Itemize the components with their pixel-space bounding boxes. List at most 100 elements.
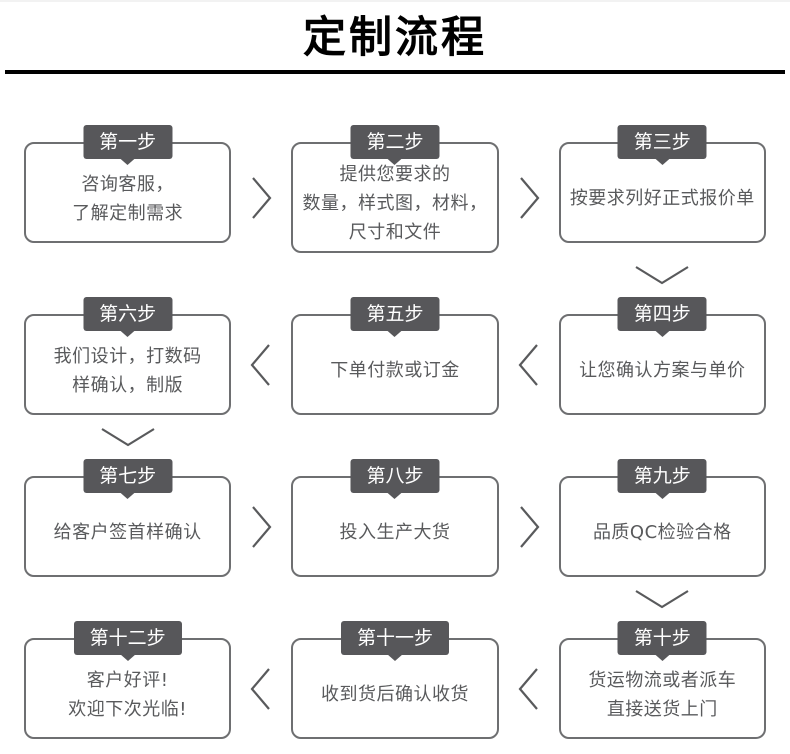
step-8-badge: 第八步 [350,459,440,499]
title-divider [5,70,785,74]
badge-notch-icon [119,330,136,337]
badge-notch-icon [386,158,403,165]
chevron-left-icon [518,667,538,710]
step-10-badge: 第十步 [617,621,707,661]
process-flowchart: 第一步 咨询客服， 了解定制需求 第二步 提供您要求的 数量，样式图，材料， 尺… [0,124,790,739]
step-text-line: 我们设计，打数码 [53,345,202,367]
step-text-line: 货运物流或者派车 [588,669,737,691]
step-card-4: 第四步 让您确认方案与单价 [558,297,766,415]
badge-notch-icon [654,654,671,661]
step-5-badge: 第五步 [350,297,440,337]
arrow-5-6 [231,296,291,415]
flow-row-3: 第七步 给客户签首样确认 第八步 投入生产大货 [24,458,766,577]
step-6-badge: 第六步 [83,297,173,337]
step-5-box: 下单付款或订金 [291,314,499,415]
arrow-1-2 [231,124,291,253]
badge-notch-icon [386,330,403,337]
step-11-badge-label: 第十一步 [356,627,433,649]
arrow-11-12 [231,620,291,739]
connector-row-3 [24,577,766,620]
step-text-line: 按要求列好正式报价单 [569,188,755,209]
badge-notch-icon [119,158,136,165]
step-card-6: 第六步 我们设计，打数码 样确认，制版 [24,297,232,415]
badge-notch-icon [386,654,403,661]
badge-notch-icon [654,158,671,165]
chevron-down-icon [635,589,689,608]
step-text-line: 投入生产大货 [339,522,451,543]
step-card-5: 第五步 下单付款或订金 [291,297,499,415]
step-card-7: 第七步 给客户签首样确认 [24,459,232,577]
step-2-badge: 第二步 [350,125,440,165]
step-7-badge: 第七步 [83,459,173,499]
connector-row-1 [24,253,766,296]
step-card-3: 第三步 按要求列好正式报价单 [558,125,766,253]
step-12-badge: 第十二步 [73,621,182,661]
arrow-10-11 [499,620,559,739]
flow-row-2: 第六步 我们设计，打数码 样确认，制版 第五步 下单付款或订金 [24,296,766,415]
chevron-right-icon [519,176,540,219]
step-5-badge-label: 第五步 [366,303,424,325]
arrow-3-4 [559,253,766,296]
step-text-line: 尺寸和文件 [348,222,442,243]
step-9-box: 品质QC检验合格 [558,476,766,577]
arrow-8-9 [499,458,559,577]
chevron-right-icon [252,505,272,548]
flow-row-4: 第十二步 客户好评! 欢迎下次光临! 第十一步 收到货后确认收货 [24,620,766,739]
chevron-down-icon [635,265,689,284]
step-9-badge-label: 第九步 [633,465,691,487]
arrow-7-8 [231,458,291,577]
flow-row-1: 第一步 咨询客服， 了解定制需求 第二步 提供您要求的 数量，样式图，材料， 尺… [24,124,766,253]
step-10-badge-label: 第十步 [633,627,691,649]
step-text-line: 直接送货上门 [606,698,718,720]
step-text-line: 了解定制需求 [72,202,184,224]
step-12-badge-label: 第十二步 [89,627,166,649]
step-text-line: 客户好评! [86,669,169,691]
chevron-down-icon [101,427,155,446]
step-2-badge-label: 第二步 [366,131,424,153]
step-4-badge: 第四步 [617,297,707,337]
step-text-line: 下单付款或订金 [330,360,460,381]
step-card-2: 第二步 提供您要求的 数量，样式图，材料， 尺寸和文件 [291,125,499,253]
step-card-1: 第一步 咨询客服， 了解定制需求 [24,125,232,253]
chevron-left-icon [250,343,271,386]
badge-notch-icon [654,492,671,499]
step-6-badge-label: 第六步 [99,303,157,325]
step-1-badge: 第一步 [83,125,173,165]
arrow-2-3 [499,124,559,253]
badge-notch-icon [119,492,136,499]
step-text-line: 给客户签首样确认 [53,522,202,543]
step-text-line: 让您确认方案与单价 [579,360,746,381]
step-1-badge-label: 第一步 [99,131,157,153]
badge-notch-icon [386,492,403,499]
step-text-line: 咨询客服， [81,173,174,195]
connector-row-2 [24,415,766,458]
step-3-badge: 第三步 [617,125,707,165]
step-card-10: 第十步 货运物流或者派车 直接送货上门 [558,621,766,739]
step-11-badge: 第十一步 [340,621,449,661]
step-9-badge: 第九步 [617,459,707,499]
step-card-8: 第八步 投入生产大货 [291,459,499,577]
step-4-badge-label: 第四步 [633,303,691,325]
step-card-11: 第十一步 收到货后确认收货 [291,621,499,739]
page-title: 定制流程 [303,13,487,63]
step-7-badge-label: 第七步 [99,465,157,487]
step-text-line: 数量，样式图，材料， [302,193,488,214]
chevron-right-icon [252,176,272,219]
step-text-line: 品质QC检验合格 [592,522,732,543]
step-text-line: 样确认，制版 [72,374,184,396]
step-card-9: 第九步 品质QC检验合格 [558,459,766,577]
badge-notch-icon [119,654,136,661]
chevron-left-icon [518,343,538,386]
arrow-9-10 [559,577,766,620]
step-card-12: 第十二步 客户好评! 欢迎下次光临! [24,621,232,739]
step-3-badge-label: 第三步 [633,131,691,153]
step-text-line: 收到货后确认收货 [320,684,469,705]
arrow-4-5 [499,296,559,415]
badge-notch-icon [654,330,671,337]
arrow-6-7 [24,415,231,458]
chevron-right-icon [519,505,540,548]
page-header: 定制流程 [0,2,790,74]
step-8-badge-label: 第八步 [366,465,424,487]
chevron-left-icon [250,667,271,710]
step-text-line: 提供您要求的 [339,164,451,185]
